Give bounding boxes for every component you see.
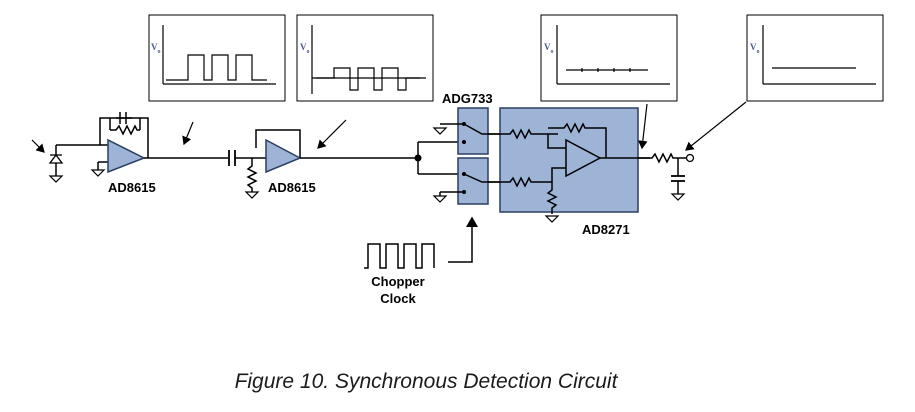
svg-text:Vo: Vo [750, 42, 760, 55]
opamp-1-label: AD8615 [108, 180, 156, 195]
scope-1-square-wave: Vo [148, 14, 286, 102]
scope-3-dc-with-glitches: Vo [540, 14, 678, 102]
figure-caption: Figure 10. Synchronous Detection Circuit [235, 370, 619, 393]
arrow-scope-4 [685, 101, 747, 151]
chopper-clock-waveform [364, 216, 478, 269]
opamp-2 [265, 138, 302, 174]
svg-text:Vo: Vo [544, 42, 554, 55]
opamp-2-network [244, 129, 301, 199]
adg733-switch-2 [432, 157, 504, 205]
photodiode [31, 139, 108, 183]
switch-label: ADG733 [442, 91, 493, 106]
adg733-switch-1 [432, 107, 504, 155]
junction-wires [417, 141, 462, 175]
clock-label-line2: Clock [380, 291, 416, 306]
output-rc-filter [638, 152, 695, 201]
clock-label-line1: Chopper [371, 274, 424, 289]
opamp-1 [107, 138, 146, 174]
inamp-label: AD8271 [582, 222, 630, 237]
arrow-scope-1 [182, 121, 194, 146]
opamp-2-label: AD8615 [268, 180, 316, 195]
svg-text:Vo: Vo [151, 42, 161, 55]
ad8271-block [488, 107, 650, 223]
arrow-scope-3 [638, 103, 648, 150]
arrow-scope-2 [317, 119, 347, 149]
coupling-capacitor [228, 150, 266, 166]
opamp-1-feedback [90, 112, 149, 177]
svg-text:Vo: Vo [300, 42, 310, 55]
scope-4-flat-dc: Vo [746, 14, 884, 102]
scope-2-bipolar-square-wave: Vo [296, 14, 434, 102]
